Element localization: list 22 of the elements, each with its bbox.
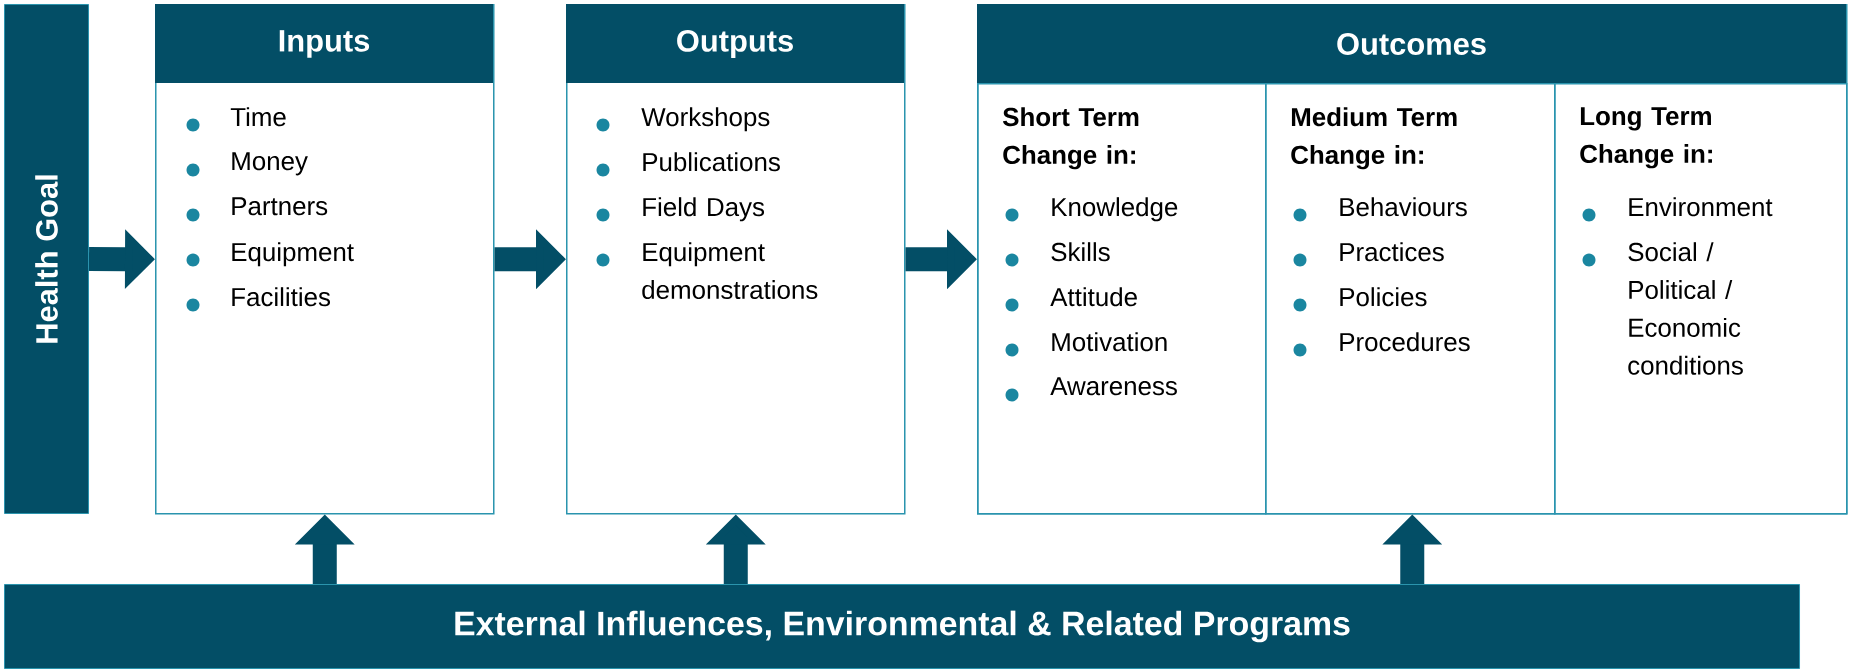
bullet-item: Practices <box>1293 242 1444 267</box>
bullet-item: Environment <box>1582 197 1773 222</box>
bullet-item: Skills <box>1005 242 1110 267</box>
bullet-item: Social / Political / Economic conditions <box>1582 242 1743 375</box>
bullet-item: Motivation <box>1005 332 1167 357</box>
bullet-item: Facilities <box>186 287 330 312</box>
bullet-item: Procedures <box>1293 332 1470 357</box>
bullet-item: Awareness <box>1005 377 1177 402</box>
bullet-item: Attitude <box>1005 287 1137 312</box>
label-bar: Health Goal <box>4 4 89 514</box>
bullet-item: Partners <box>186 197 328 222</box>
bullet-item: Money <box>186 152 308 177</box>
bullet-item: Equipment <box>186 242 354 267</box>
influence-bar: External Influences, Environmental & Related Programs <box>4 584 1801 669</box>
bullet-item: Publications <box>596 152 780 177</box>
bullet-item: Field Days <box>596 197 765 222</box>
bullet-item: Knowledge <box>1005 197 1178 222</box>
bullet-item: Time <box>186 107 286 132</box>
bullet-item: Policies <box>1293 287 1427 312</box>
bullet-item: Workshops <box>596 107 770 132</box>
bullet-item: Behaviours <box>1293 197 1467 222</box>
bullet-item: Equipment demonstrations <box>596 242 818 300</box>
